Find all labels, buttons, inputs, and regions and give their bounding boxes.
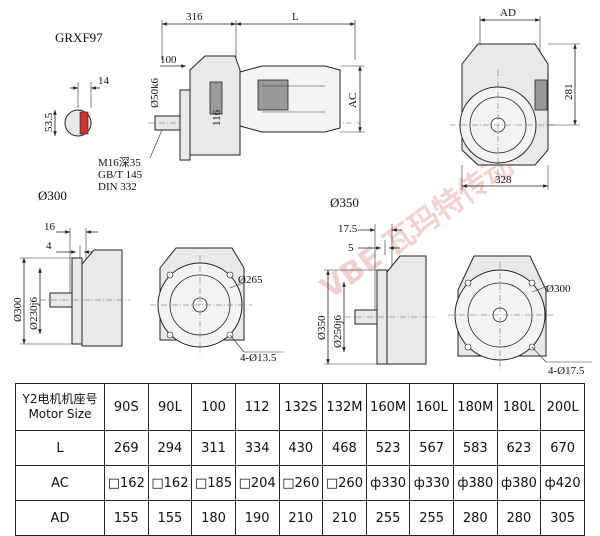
dim-shaft-dia: Ø50k6 xyxy=(149,78,161,108)
flange300-dim-holes: 4-Ø13.5 xyxy=(240,352,277,364)
note-line-3: DIN 332 xyxy=(98,181,137,193)
flange300-dim-outer: Ø300 xyxy=(12,297,24,322)
key-height: 53.5 xyxy=(43,112,55,132)
table-header-label: Y2电机机座号 Motor Size xyxy=(15,383,105,431)
flange300-dim-spigot: Ø230j6 xyxy=(28,297,40,331)
column-header: 132M xyxy=(322,383,367,431)
table-row-L: L 269 294 311 334 430 468 523 567 583 62… xyxy=(15,430,585,466)
table-cell: 430 xyxy=(278,430,324,466)
flange350-front-view: Ø300 4-Ø17.5 xyxy=(448,255,592,377)
table-header-label-cn: Y2电机机座号 xyxy=(22,392,98,406)
table-row-AD: AD 155 155 180 190 210 210 255 255 280 2… xyxy=(15,500,585,536)
dim-100: 100 xyxy=(160,54,177,66)
table-cell: ф380 xyxy=(496,465,542,501)
table-cell: 670 xyxy=(540,430,585,466)
flange300-dim-16: 16 xyxy=(44,221,56,233)
column-header: 90S xyxy=(104,383,149,431)
table-cell: ф380 xyxy=(453,465,498,501)
table-cell: 155 xyxy=(147,500,193,536)
flange300-dim-pcd: Ø265 xyxy=(238,274,263,286)
column-header: 90L xyxy=(147,383,193,431)
column-header: 160M xyxy=(365,383,411,431)
table-cell: 180 xyxy=(191,500,236,536)
note-line-1: M16深35 xyxy=(98,156,141,169)
dim-AD: AD xyxy=(500,7,516,19)
table-cell: 334 xyxy=(234,430,280,466)
table-cell: 190 xyxy=(234,500,280,536)
table-header-label-en: Motor Size xyxy=(28,407,92,421)
table-cell: 280 xyxy=(496,500,542,536)
column-header: 180M xyxy=(453,383,498,431)
flange350-dim-spigot: Ø250j6 xyxy=(332,315,344,349)
table-cell: 255 xyxy=(365,500,411,536)
row-label: AC xyxy=(15,465,105,501)
note-line-2: GB/T 145 xyxy=(98,169,143,181)
dim-L: L xyxy=(292,11,299,23)
table-cell: 210 xyxy=(278,500,324,536)
flange350-dim-5: 5 xyxy=(348,242,354,254)
table-cell: 155 xyxy=(104,500,149,536)
flange300-side-view: 16 4 Ø300 Ø230j6 xyxy=(12,221,130,347)
table-cell: 567 xyxy=(409,430,454,466)
table-cell: □162 xyxy=(147,465,193,501)
dim-281: 281 xyxy=(563,84,575,101)
key-width: 14 xyxy=(98,75,110,87)
table-cell: 468 xyxy=(322,430,367,466)
column-header: 132S xyxy=(278,383,324,431)
table-cell: 210 xyxy=(322,500,367,536)
front-view-top: AD 281 328 xyxy=(450,7,580,190)
flange350-side-view: 17.5 5 Ø350 Ø250j6 xyxy=(316,223,434,365)
column-header: 100 xyxy=(191,383,236,431)
flange350-dim-holes: 4-Ø17.5 xyxy=(548,365,585,377)
table-cell: 255 xyxy=(409,500,454,536)
model-title: GRXF97 xyxy=(55,30,103,45)
table-row-AC: AC □162 □162 □185 □204 □260 □260 ф330 ф3… xyxy=(15,465,585,501)
table-cell: ф330 xyxy=(365,465,411,501)
table-cell: □204 xyxy=(234,465,280,501)
flange300-dim-4: 4 xyxy=(46,240,52,252)
table-cell: 269 xyxy=(104,430,149,466)
column-header: 160L xyxy=(409,383,454,431)
motor-size-table: Y2电机机座号 Motor Size 90S 90L 100 112 132S … xyxy=(15,383,585,536)
flange350-dim-pcd: Ø300 xyxy=(546,283,571,295)
table-cell: ф420 xyxy=(540,465,585,501)
side-view-top: 316 L 100 Ø50k6 116 AC M16深35 GB/T 145 D… xyxy=(98,11,365,193)
table-header-row: Y2电机机座号 Motor Size 90S 90L 100 112 132S … xyxy=(15,383,585,431)
table-cell: □260 xyxy=(322,465,367,501)
table-cell: □162 xyxy=(104,465,149,501)
table-cell: 623 xyxy=(496,430,542,466)
table-cell: 294 xyxy=(147,430,193,466)
row-label: AD xyxy=(15,500,105,536)
table-cell: □260 xyxy=(278,465,324,501)
column-header: 112 xyxy=(234,383,280,431)
flange350-dim-outer: Ø350 xyxy=(316,315,328,340)
column-header: 180L xyxy=(496,383,542,431)
shaft-key-section: 14 53.5 xyxy=(43,75,110,137)
dim-328: 328 xyxy=(495,174,512,186)
table-cell: □185 xyxy=(191,465,236,501)
table-cell: 583 xyxy=(453,430,498,466)
table-cell: 305 xyxy=(540,500,585,536)
table-cell: ф330 xyxy=(409,465,454,501)
table-cell: 311 xyxy=(191,430,236,466)
flange350-label: Ø350 xyxy=(330,195,359,210)
column-header: 200L xyxy=(540,383,585,431)
flange300-front-view: Ø265 4-Ø13.5 xyxy=(150,247,284,364)
dim-116: 116 xyxy=(211,109,223,126)
table-cell: 523 xyxy=(365,430,411,466)
flange350-dim-17-5: 17.5 xyxy=(338,223,358,235)
dim-316: 316 xyxy=(186,11,203,23)
dimension-drawing: VBE 瓦玛特传动 GRXF97 316 L 100 Ø50k6 116 A xyxy=(12,7,592,377)
flange300-label: Ø300 xyxy=(38,188,67,203)
row-label: L xyxy=(15,430,105,466)
dim-AC: AC xyxy=(347,93,359,108)
table-cell: 280 xyxy=(453,500,498,536)
